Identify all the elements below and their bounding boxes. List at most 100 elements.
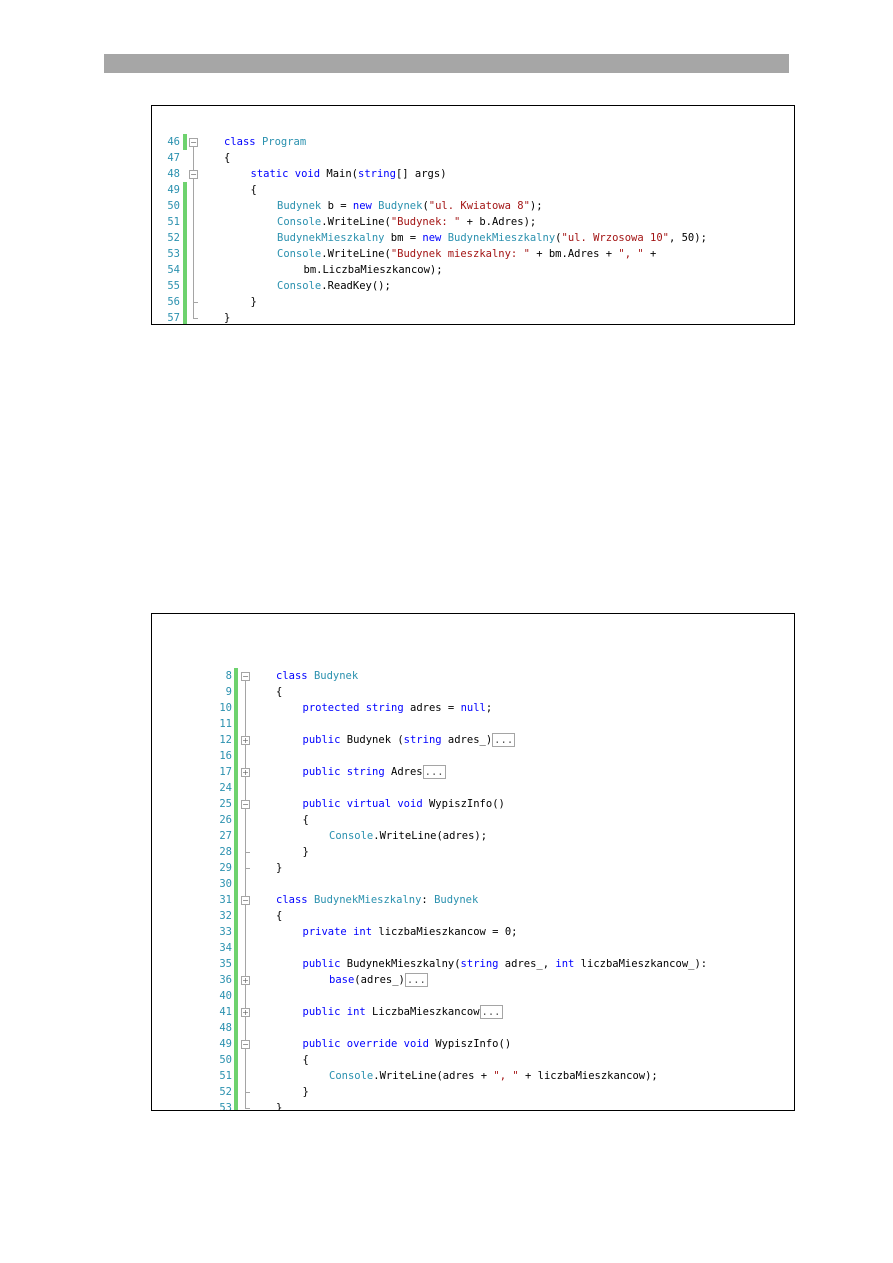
code-token: protected bbox=[302, 702, 360, 714]
line-number: 16 bbox=[219, 750, 232, 762]
line-number: 10 bbox=[219, 702, 232, 714]
change-marker bbox=[183, 262, 187, 278]
change-marker bbox=[183, 278, 187, 294]
code-line: 16 bbox=[152, 748, 794, 764]
change-marker bbox=[183, 246, 187, 262]
change-marker bbox=[234, 876, 238, 892]
code-token: } bbox=[302, 846, 309, 858]
code-token: bm = bbox=[384, 232, 423, 244]
code-token: string bbox=[460, 958, 499, 970]
code-token: public bbox=[302, 958, 341, 970]
collapsed-region-button[interactable]: ... bbox=[404, 973, 428, 987]
code-line: 48−static void Main(string[] args) bbox=[152, 166, 794, 182]
code-line: 50{ bbox=[152, 1052, 794, 1068]
code-token: public bbox=[302, 766, 341, 778]
code-token: string bbox=[403, 734, 442, 746]
change-marker bbox=[234, 892, 238, 908]
expand-icon[interactable]: + bbox=[241, 976, 250, 985]
code-token: ", " bbox=[618, 248, 644, 260]
expand-icon[interactable]: + bbox=[241, 1008, 250, 1017]
line-number: 57 bbox=[167, 312, 180, 324]
code-text: } bbox=[303, 1084, 309, 1100]
outline-end-mark bbox=[245, 868, 250, 869]
collapsed-region-button[interactable]: ... bbox=[492, 733, 516, 747]
code-token: liczbaMieszkancow = 0; bbox=[372, 926, 518, 938]
line-number: 33 bbox=[219, 926, 232, 938]
collapse-icon[interactable]: − bbox=[241, 1040, 250, 1049]
line-number: 9 bbox=[225, 686, 232, 698]
code-token: } bbox=[276, 862, 283, 874]
change-marker bbox=[234, 924, 238, 940]
line-number: 11 bbox=[219, 718, 232, 730]
code-token: (adres_) bbox=[354, 974, 405, 986]
code-line: 12+public Budynek (string adres_)... bbox=[152, 732, 794, 748]
collapse-icon[interactable]: − bbox=[241, 800, 250, 809]
code-text: Console.WriteLine("Budynek mieszkalny: "… bbox=[277, 246, 656, 262]
change-marker bbox=[234, 812, 238, 828]
code-token: ); bbox=[529, 200, 543, 212]
collapsed-region-button[interactable]: ... bbox=[422, 765, 446, 779]
code-line: 56} bbox=[152, 294, 794, 310]
code-token: b = bbox=[321, 200, 353, 212]
change-marker bbox=[234, 748, 238, 764]
code-token: Console bbox=[329, 1070, 374, 1082]
code-token: .WriteLine(adres + bbox=[373, 1070, 494, 1082]
code-token: adres_) bbox=[441, 734, 493, 746]
code-token: void bbox=[397, 798, 423, 810]
collapse-icon[interactable]: − bbox=[241, 672, 250, 681]
change-marker bbox=[183, 182, 187, 198]
change-marker bbox=[234, 1020, 238, 1036]
code-token: ( bbox=[422, 200, 429, 212]
expand-icon[interactable]: + bbox=[241, 768, 250, 777]
line-number: 46 bbox=[167, 136, 180, 148]
code-token: class bbox=[276, 894, 308, 906]
code-text: class Budynek bbox=[276, 668, 358, 684]
code-text: public int LiczbaMieszkancow... bbox=[303, 1004, 503, 1020]
code-text: bm.LiczbaMieszkancow); bbox=[304, 262, 443, 278]
code-token: [] args) bbox=[395, 168, 447, 180]
code-text: } bbox=[303, 844, 309, 860]
code-token: Budynek bbox=[378, 200, 423, 212]
code-text: { bbox=[303, 812, 309, 828]
code-line: 48 bbox=[152, 1020, 794, 1036]
line-number: 49 bbox=[167, 184, 180, 196]
code-text: Console.ReadKey(); bbox=[277, 278, 391, 294]
code-token: public bbox=[302, 1006, 341, 1018]
code-token: static bbox=[250, 168, 289, 180]
code-token: Program bbox=[261, 136, 307, 148]
code-token: adres_, bbox=[498, 958, 556, 970]
code-text: class Program bbox=[224, 134, 306, 150]
collapse-icon[interactable]: − bbox=[189, 138, 198, 147]
collapsed-region-button[interactable]: ... bbox=[479, 1005, 503, 1019]
line-number: 31 bbox=[219, 894, 232, 906]
code-text: Console.WriteLine("Budynek: " + b.Adres)… bbox=[277, 214, 536, 230]
code-line: 47{ bbox=[152, 150, 794, 166]
code-token: , 50); bbox=[668, 232, 707, 244]
line-number: 52 bbox=[167, 232, 180, 244]
expand-icon[interactable]: + bbox=[241, 736, 250, 745]
line-number: 53 bbox=[219, 1102, 232, 1111]
line-number: 30 bbox=[219, 878, 232, 890]
line-number: 56 bbox=[167, 296, 180, 308]
line-number: 41 bbox=[219, 1006, 232, 1018]
code-text: Console.WriteLine(adres + ", " + liczbaM… bbox=[329, 1068, 658, 1084]
change-marker bbox=[234, 684, 238, 700]
line-number: 27 bbox=[219, 830, 232, 842]
code-token: string bbox=[358, 168, 396, 180]
code-text: { bbox=[224, 150, 230, 166]
collapse-icon[interactable]: − bbox=[241, 896, 250, 905]
code-text: public BudynekMieszkalny(string adres_, … bbox=[303, 956, 708, 972]
line-number: 52 bbox=[219, 1086, 232, 1098]
collapse-icon[interactable]: − bbox=[189, 170, 198, 179]
outline-end-mark bbox=[245, 852, 250, 853]
code-token: override bbox=[346, 1038, 398, 1050]
code-token: + liczbaMieszkancow); bbox=[518, 1070, 658, 1082]
code-token: public bbox=[302, 1038, 341, 1050]
change-marker bbox=[234, 732, 238, 748]
line-number: 48 bbox=[219, 1022, 232, 1034]
